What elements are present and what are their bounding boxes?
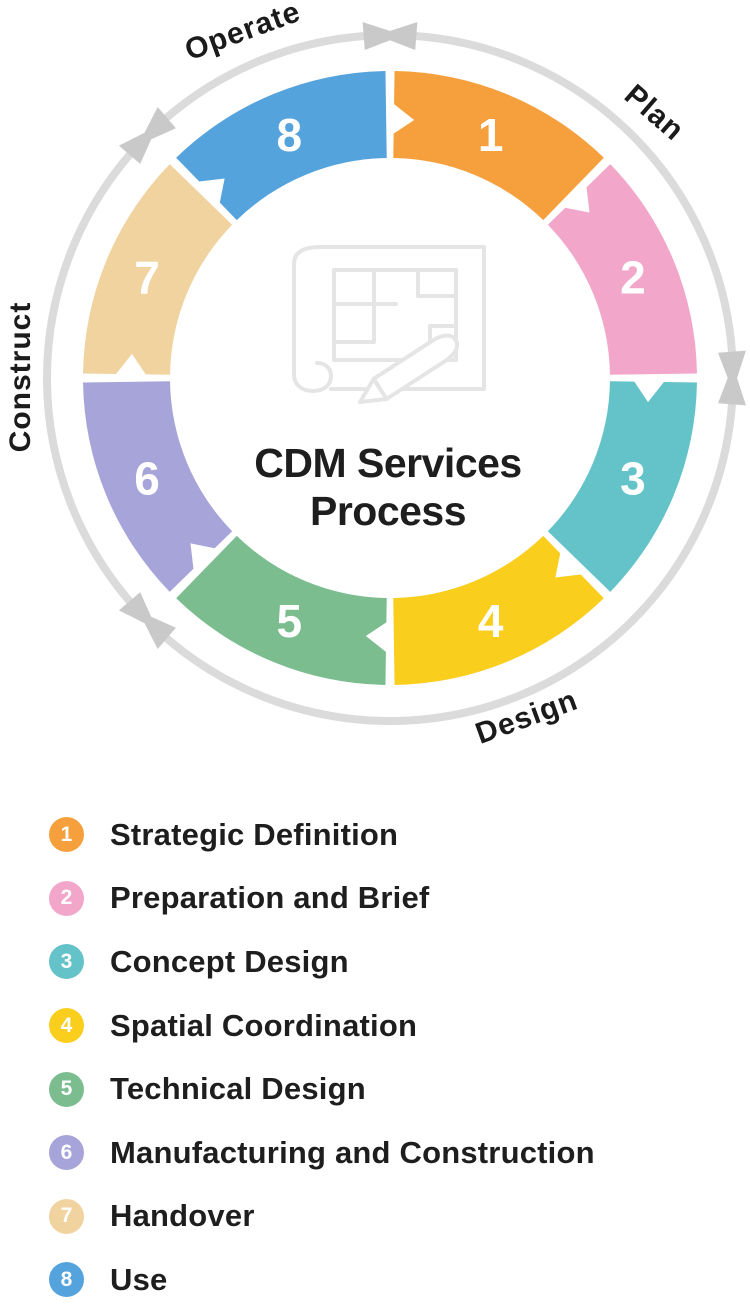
ring-segment-number-5: 5 xyxy=(277,595,303,647)
ring-segment-number-1: 1 xyxy=(478,109,504,161)
arc-label-operate: Operate xyxy=(181,0,305,67)
legend-item: 4 Spatial Coordination xyxy=(49,994,595,1058)
ring-segment-3 xyxy=(547,381,697,592)
pencil-body xyxy=(371,333,460,401)
cycle-arrowhead xyxy=(118,592,157,630)
ring-segment-7 xyxy=(83,164,233,375)
blueprint-pencil-icon xyxy=(292,245,486,404)
sheet-outline xyxy=(318,245,486,391)
legend-label-3: Concept Design xyxy=(110,943,349,979)
legend-item: 8 Use xyxy=(49,1248,595,1304)
legend-label-8: Use xyxy=(110,1261,168,1297)
ring-segment-number-4: 4 xyxy=(478,595,504,647)
ring-segment-1 xyxy=(393,71,604,221)
cycle-arrowhead xyxy=(362,22,404,50)
ring-segment-number-8: 8 xyxy=(277,109,303,161)
legend-item: 5 Technical Design xyxy=(49,1057,595,1121)
cycle-arc xyxy=(162,31,367,123)
ring-segment-6 xyxy=(83,381,233,592)
legend-item: 1 Strategic Definition xyxy=(49,803,595,867)
arc-label-construct: Construct xyxy=(4,302,37,453)
legend-item: 6 Manufacturing and Construction xyxy=(49,1121,595,1185)
ring-segment-number-7: 7 xyxy=(134,251,160,303)
legend-badge-5: 5 xyxy=(49,1071,84,1107)
ring-segment-2 xyxy=(547,164,697,375)
sheet-roll xyxy=(292,245,333,393)
legend-label-4: Spatial Coordination xyxy=(110,1007,418,1043)
legend-label-2: Preparation and Brief xyxy=(110,880,430,916)
ring-segment-number-3: 3 xyxy=(620,453,646,505)
cycle-arc xyxy=(413,31,737,355)
cycle-arc xyxy=(162,401,737,725)
ring-segment-4 xyxy=(393,535,604,685)
ring-segment-number-6: 6 xyxy=(134,453,160,505)
ring-segment-number-2: 2 xyxy=(620,251,646,303)
pencil-icon xyxy=(358,333,460,404)
legend-badge-6: 6 xyxy=(49,1135,84,1171)
ring-segment-8 xyxy=(176,71,387,221)
phase-legend: 1 Strategic Definition 2 Preparation and… xyxy=(49,803,595,1304)
center-title-line1: CDM Services xyxy=(254,440,521,486)
legend-badge-2: 2 xyxy=(49,880,84,916)
cycle-arrowhead xyxy=(718,364,746,406)
floorplan-walls xyxy=(332,268,458,362)
floorplan-outline xyxy=(332,268,458,362)
legend-label-6: Manufacturing and Construction xyxy=(110,1134,595,1170)
legend-badge-8: 8 xyxy=(49,1262,84,1298)
legend-badge-4: 4 xyxy=(49,1008,84,1044)
ring-segment-5 xyxy=(176,535,387,685)
ring-segments: 1 2 3 4 5 6 7 8 xyxy=(83,71,697,685)
legend-label-5: Technical Design xyxy=(110,1071,366,1107)
legend-item: 3 Concept Design xyxy=(49,930,595,994)
legend-label-1: Strategic Definition xyxy=(110,816,399,852)
cycle-arc xyxy=(42,150,135,606)
center-title-line2: Process xyxy=(310,488,466,534)
legend-item: 7 Handover xyxy=(49,1185,595,1249)
legend-badge-3: 3 xyxy=(49,944,84,980)
cycle-arrows xyxy=(42,22,746,725)
legend-badge-1: 1 xyxy=(49,817,84,853)
legend-item: 2 Preparation and Brief xyxy=(49,867,595,931)
cycle-arrowhead xyxy=(138,106,176,145)
legend-label-7: Handover xyxy=(110,1198,255,1234)
legend-badge-7: 7 xyxy=(49,1198,84,1234)
